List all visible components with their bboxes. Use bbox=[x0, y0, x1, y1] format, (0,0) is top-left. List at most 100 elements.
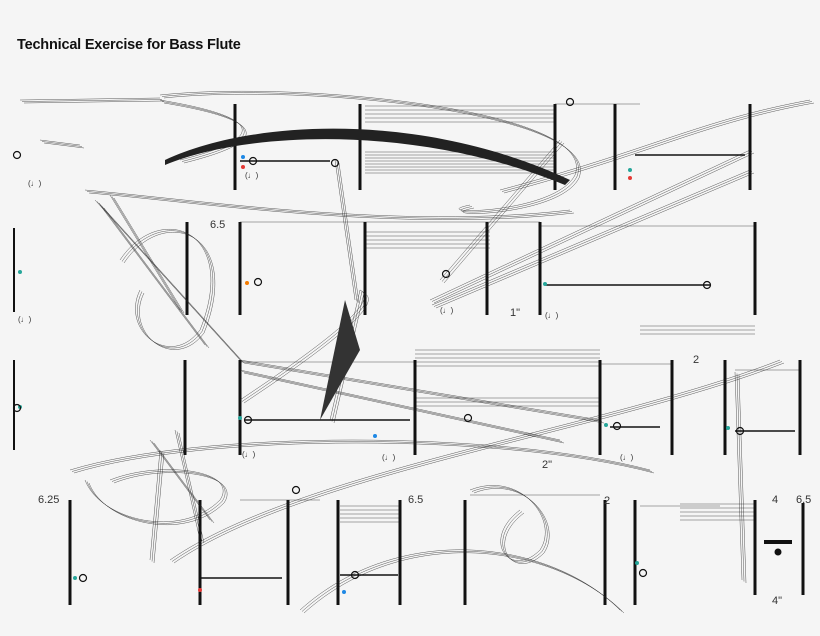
note-marker: (♩) bbox=[242, 450, 256, 459]
dot bbox=[774, 548, 782, 556]
note-head bbox=[463, 413, 473, 423]
note-marker: (♩) bbox=[18, 315, 32, 324]
gesture-curve bbox=[471, 486, 548, 563]
gesture-wedge bbox=[320, 300, 360, 420]
note-marker: (♩) bbox=[440, 306, 454, 315]
gesture-curve bbox=[86, 470, 226, 524]
note-head bbox=[291, 485, 301, 495]
gesture-curve bbox=[299, 549, 621, 611]
gesture-curve bbox=[433, 152, 755, 309]
staff-systems bbox=[13, 103, 805, 605]
gesture-curve bbox=[151, 431, 213, 562]
color-dot bbox=[373, 434, 377, 438]
gesture-curves bbox=[19, 90, 815, 614]
note-head bbox=[12, 150, 22, 160]
gesture-curve bbox=[441, 141, 563, 282]
gesture-curve bbox=[23, 100, 165, 104]
note-head bbox=[638, 568, 648, 578]
note-marker: (♩) bbox=[28, 179, 42, 188]
gesture-curve bbox=[96, 196, 243, 362]
color-dot bbox=[342, 590, 346, 594]
score-labels: 1" 2 2" 2 4" 4 6.5 6.25 6.5 6.5 (♩) (♩) (♩) (♩) (♩) (♩)… bbox=[18, 171, 811, 607]
duration-label: 2 bbox=[604, 495, 610, 507]
color-dot bbox=[635, 561, 639, 565]
duration-label: 2 bbox=[693, 354, 699, 366]
gesture-curve bbox=[43, 142, 85, 149]
gesture-curve bbox=[301, 551, 623, 612]
gesture-curve bbox=[149, 429, 211, 561]
note-head bbox=[735, 426, 745, 436]
gesture-curve bbox=[41, 141, 83, 147]
gesture-curve bbox=[88, 472, 228, 525]
gesture-curve bbox=[163, 102, 247, 164]
gesture-curve bbox=[503, 102, 815, 194]
note-head bbox=[330, 158, 340, 168]
color-dot bbox=[726, 426, 730, 430]
gesture-curve bbox=[443, 142, 565, 284]
score-title: Technical Exercise for Bass Flute bbox=[17, 37, 241, 53]
color-dot bbox=[604, 423, 608, 427]
gesture-curve bbox=[84, 469, 224, 522]
note-head bbox=[248, 156, 258, 166]
tempo-label: 6.5 bbox=[408, 494, 423, 506]
gesture-curve bbox=[734, 371, 743, 581]
color-dot bbox=[198, 588, 202, 592]
gesture-curve bbox=[119, 228, 212, 347]
notation-marks bbox=[12, 97, 795, 594]
color-dot bbox=[245, 281, 249, 285]
duration-label: 4 bbox=[772, 494, 778, 506]
color-dot bbox=[18, 270, 22, 274]
note-marker: (♩) bbox=[245, 171, 259, 180]
note-head bbox=[702, 280, 712, 290]
fermata-box bbox=[764, 540, 792, 544]
gesture-curve bbox=[473, 488, 550, 564]
gesture-curve bbox=[173, 362, 785, 564]
gesture-curve bbox=[73, 442, 655, 474]
gesture-curve bbox=[19, 97, 161, 101]
tempo-label: 6.5 bbox=[796, 494, 811, 506]
gesture-curve bbox=[94, 194, 241, 361]
tempo-label: 6.5 bbox=[210, 219, 225, 231]
gesture-curve bbox=[84, 189, 571, 217]
note-head bbox=[441, 269, 451, 279]
gesture-curve bbox=[736, 373, 745, 582]
color-dot bbox=[238, 416, 242, 420]
gesture-curve bbox=[469, 485, 546, 561]
gesture-curve bbox=[21, 99, 163, 102]
color-dot bbox=[628, 168, 632, 172]
color-dot bbox=[628, 176, 632, 180]
gesture-curve bbox=[334, 159, 356, 301]
gesture-curve bbox=[98, 197, 245, 364]
gesture-curve bbox=[159, 90, 577, 211]
note-head bbox=[612, 421, 622, 431]
gesture-curve bbox=[171, 361, 783, 562]
note-head bbox=[243, 415, 253, 425]
note-head bbox=[350, 570, 360, 580]
tempo-label: 6.25 bbox=[38, 494, 59, 506]
gesture-curve bbox=[439, 139, 561, 281]
gesture-curve bbox=[303, 552, 625, 614]
gesture-curve bbox=[39, 139, 81, 146]
note-marker: (♩) bbox=[382, 453, 396, 462]
gesture-curve bbox=[161, 92, 579, 213]
duration-label: 1" bbox=[510, 307, 520, 319]
duration-label: 2" bbox=[542, 459, 552, 471]
gesture-curve bbox=[169, 359, 781, 561]
note-marker: (♩) bbox=[545, 311, 559, 320]
duration-label: 4" bbox=[772, 595, 782, 607]
color-dot bbox=[543, 282, 547, 286]
color-dot bbox=[73, 576, 77, 580]
gesture-curve bbox=[241, 361, 603, 442]
gesture-band bbox=[165, 128, 570, 185]
gesture-curve bbox=[429, 149, 751, 306]
note-marker: (♩) bbox=[620, 453, 634, 462]
color-dot bbox=[241, 165, 245, 169]
gesture-curve bbox=[239, 359, 601, 441]
gesture-curve bbox=[86, 191, 573, 219]
note-head bbox=[253, 277, 263, 287]
gesture-curve bbox=[163, 93, 581, 214]
gesture-curve bbox=[243, 362, 605, 444]
color-dot bbox=[241, 155, 245, 159]
gesture-curve bbox=[431, 151, 753, 307]
